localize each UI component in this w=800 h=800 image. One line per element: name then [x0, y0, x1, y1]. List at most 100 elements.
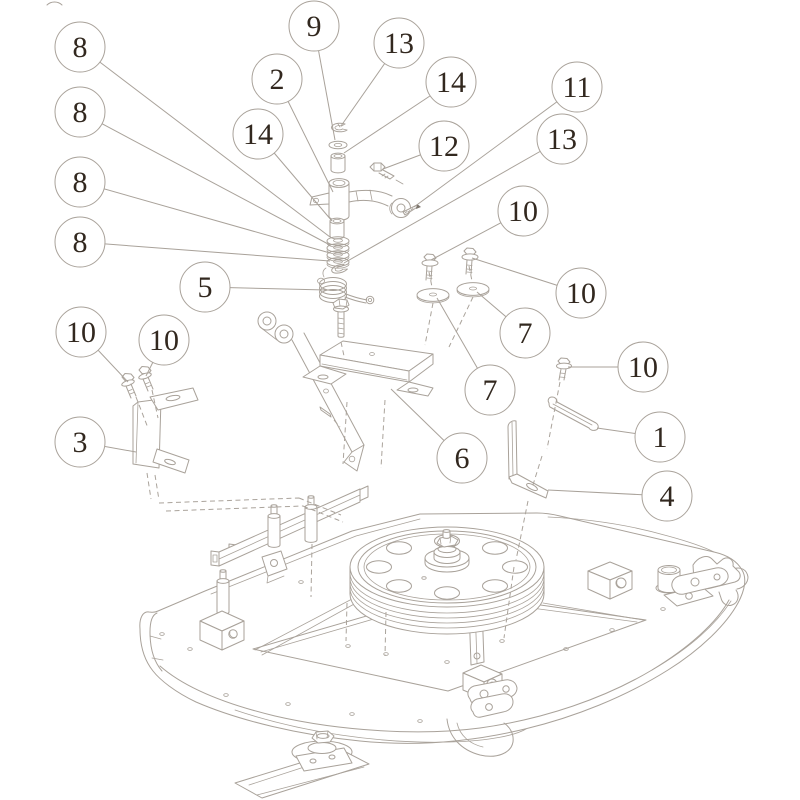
- callout-circle: [551, 61, 603, 113]
- callout-number: 10: [566, 277, 596, 310]
- deck-outline: [139, 512, 746, 744]
- support-bracket: [132, 387, 199, 474]
- callout-number: 9: [307, 10, 322, 43]
- callout-circle: [288, 0, 340, 52]
- callout-balloon-2: 2: [251, 53, 303, 105]
- callout-circle: [617, 341, 669, 393]
- exploded-parts: [121, 122, 599, 499]
- callout-balloon-13: 13: [373, 17, 425, 69]
- callout-circle: [55, 306, 107, 358]
- callout-circle: [54, 216, 106, 268]
- callout-number: 14: [243, 118, 273, 151]
- callout-number: 11: [563, 71, 592, 104]
- callout-circle: [251, 53, 303, 105]
- e-ring-bottom: [331, 263, 348, 274]
- l-bracket: [507, 420, 549, 499]
- leader-line-11: [413, 86, 578, 208]
- callout-balloon-5: 5: [179, 261, 231, 313]
- cotter-pin: [319, 406, 332, 418]
- deck-skirt-band: [234, 709, 527, 743]
- callout-number: 6: [455, 442, 470, 475]
- lift-lever-arm: [257, 311, 365, 472]
- deck-rivet-holes: [159, 580, 666, 723]
- deck-posts: [216, 495, 318, 615]
- callout-number: 10: [628, 351, 658, 384]
- callout-circle: [634, 411, 686, 463]
- callout-balloon-11: 11: [551, 61, 603, 113]
- leader-line-8: [79, 241, 331, 262]
- spacer-lower: [329, 217, 345, 240]
- blade-nut: [311, 730, 335, 744]
- idler-mount-bracket: [302, 340, 434, 397]
- callout-balloon-8: 8: [54, 216, 106, 268]
- callout-balloon-9: 9: [288, 0, 340, 52]
- flange-bolt-left-2: [138, 366, 154, 392]
- callout-balloon-7: 7: [464, 364, 516, 416]
- callout-balloon-12: 12: [418, 120, 470, 172]
- callout-circle: [54, 416, 106, 468]
- callout-balloon-10: 10: [55, 306, 107, 358]
- pulley-hub: [424, 529, 470, 573]
- callout-circle: [464, 364, 516, 416]
- callout-circle: [232, 108, 284, 160]
- callout-number: 13: [547, 123, 577, 156]
- torsion-spring: [317, 267, 375, 305]
- callout-circle: [436, 432, 488, 484]
- assembly-alignment-lines: [135, 265, 561, 657]
- carriage-bolt: [332, 298, 350, 338]
- callout-number: 7: [483, 374, 498, 407]
- deck-top-edge-echo-left: [210, 518, 421, 595]
- callout-circle: [54, 156, 106, 208]
- idler-hardware-stack: [309, 122, 411, 338]
- callout-circle: [54, 86, 106, 138]
- deck-skirt-band-right: [651, 600, 732, 671]
- spacer-upper: [330, 152, 346, 174]
- callout-number: 2: [270, 63, 285, 96]
- callout-number: 10: [66, 316, 96, 349]
- callout-circle: [555, 267, 607, 319]
- belt-keeper-bracket: [261, 550, 288, 584]
- callout-circle: [536, 113, 588, 165]
- deck-front-pocket: [446, 718, 514, 757]
- deck-nose-joints: [149, 635, 164, 661]
- crop-mark: [46, 1, 63, 6]
- callout-balloon-6: 6: [436, 432, 488, 484]
- callout-number: 8: [73, 166, 88, 199]
- callout-number: 14: [436, 66, 466, 99]
- deck-top-edge-echo-right: [547, 516, 715, 553]
- callout-balloon-14: 14: [232, 108, 284, 160]
- callout-balloon-7: 7: [499, 307, 551, 359]
- deck-bottom-hinge: [462, 664, 518, 718]
- callout-number: 7: [518, 317, 533, 350]
- mower-deck-drawing: [139, 485, 749, 799]
- callout-balloon-10: 10: [138, 314, 190, 366]
- e-ring-top: [331, 122, 348, 133]
- callout-number: 8: [73, 31, 88, 64]
- leader-line-8: [79, 181, 331, 254]
- callout-circle: [373, 17, 425, 69]
- callout-balloon-8: 8: [54, 156, 106, 208]
- callout-balloon-10: 10: [555, 267, 607, 319]
- callout-balloon-10: 10: [497, 185, 549, 237]
- deck-right-block: [587, 561, 633, 600]
- callout-circle: [497, 185, 549, 237]
- blade-assembly: [234, 730, 370, 799]
- deck-nose-inner: [149, 612, 163, 672]
- idler-roller: [391, 198, 411, 218]
- callout-balloon-8: 8: [54, 21, 106, 73]
- callout-circle: [499, 307, 551, 359]
- callout-circle: [138, 314, 190, 366]
- link-rod: [547, 396, 599, 431]
- callout-number: 1: [653, 421, 668, 454]
- leader-line-8: [79, 111, 331, 246]
- callout-circle: [418, 120, 470, 172]
- idler-arm: [309, 178, 411, 221]
- callout-number: 8: [73, 226, 88, 259]
- callout-circle: [54, 21, 106, 73]
- deck-front-pocket-inner: [456, 722, 484, 748]
- callout-balloon-3: 3: [54, 416, 106, 468]
- callout-number: 13: [384, 27, 414, 60]
- callout-circle: [641, 470, 693, 522]
